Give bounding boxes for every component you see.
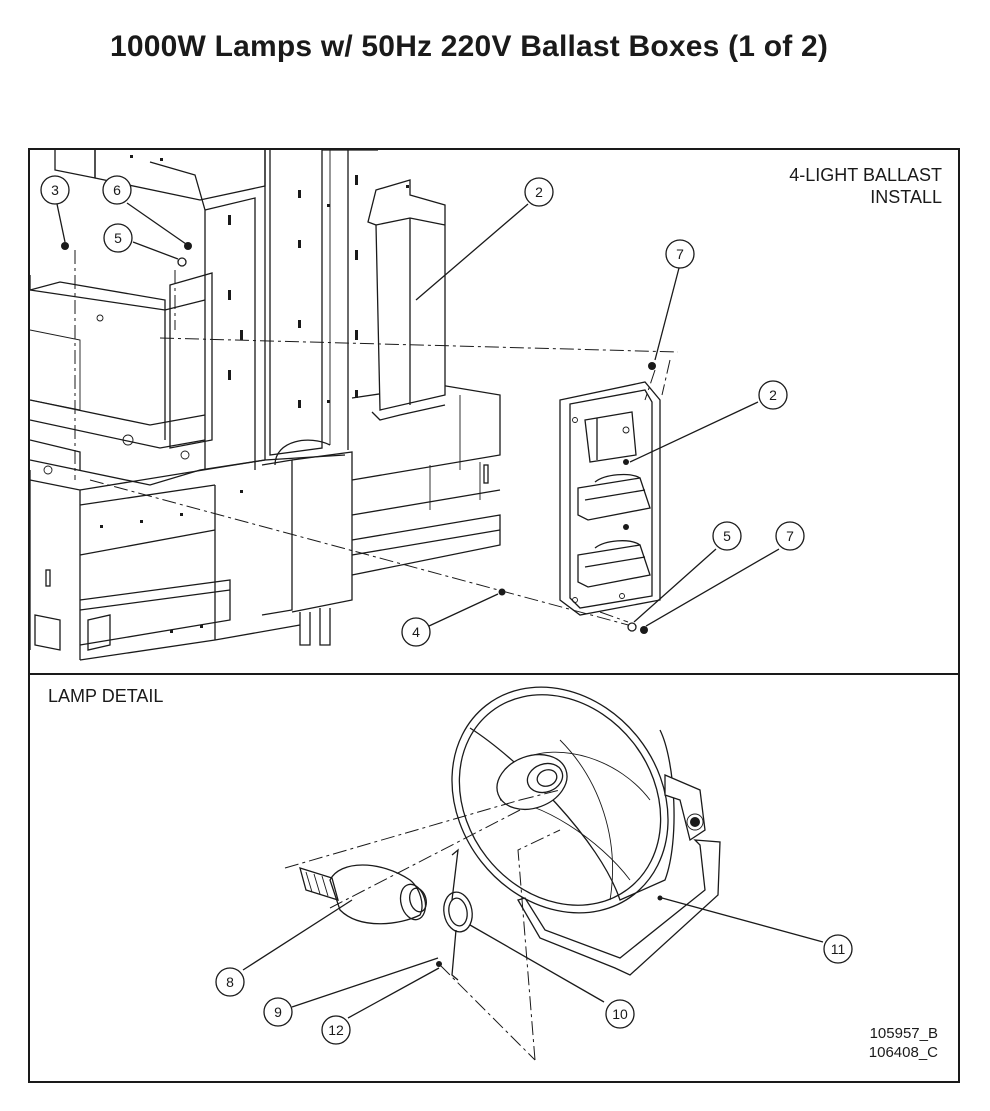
lamp-panel-label: LAMP DETAIL: [48, 686, 164, 706]
callout-5: 5: [103, 223, 133, 253]
drawing-number-2: 106408_C: [868, 1044, 938, 1061]
svg-text:8: 8: [226, 974, 234, 990]
callout-leaders-top: [56, 202, 780, 627]
callout-6: 6: [102, 175, 132, 205]
callout-4: 4: [401, 617, 431, 647]
ballast-mounting-plate: [559, 381, 661, 616]
callout-7: 7: [775, 521, 805, 551]
lamp-yoke: [517, 774, 721, 976]
drawing-number-1: 105957_B: [869, 1025, 938, 1042]
retaining-clip: [443, 848, 473, 981]
lamp-bulb: [299, 864, 427, 925]
svg-text:11: 11: [831, 941, 846, 957]
lamp-screw: [436, 961, 442, 967]
callout-7: 7: [665, 239, 695, 269]
hardware-parts: [61, 242, 656, 634]
drawing-numbers: 105957_B 106408_C: [869, 1024, 938, 1062]
ballast-install-drawing: [30, 150, 780, 661]
callout-5: 5: [712, 521, 742, 551]
callout-2: 2: [524, 177, 554, 207]
cabinet-slots: [100, 155, 358, 633]
callout-leaders-bottom: [242, 897, 824, 1019]
svg-text:6: 6: [113, 182, 121, 198]
callout-2: 2: [758, 380, 788, 410]
callout-10: 10: [605, 999, 635, 1029]
svg-text:7: 7: [786, 528, 794, 544]
panel-divider: [28, 673, 960, 675]
lamp-detail-drawing: [242, 686, 824, 1061]
svg-text:2: 2: [769, 387, 777, 403]
ballast-label-line2: INSTALL: [870, 187, 942, 207]
ballast-panel-label: 4-LIGHT BALLAST INSTALL: [722, 164, 942, 208]
ballast-label-line1: 4-LIGHT BALLAST: [789, 165, 942, 185]
mounted-ballast-box: [367, 179, 446, 421]
page-title: 1000W Lamps w/ 50Hz 220V Ballast Boxes (…: [110, 30, 829, 63]
diagram-frame: [28, 148, 960, 1083]
callout-12: 12: [321, 1015, 351, 1045]
svg-text:9: 9: [274, 1004, 282, 1020]
lamp-assembly-lines: [284, 789, 561, 1061]
svg-text:4: 4: [412, 624, 420, 640]
callout-8: 8: [215, 967, 245, 997]
callout-11: 11: [823, 934, 853, 964]
svg-text:5: 5: [114, 230, 122, 246]
cabinet-frame: [30, 150, 501, 661]
svg-text:3: 3: [51, 182, 59, 198]
svg-text:5: 5: [723, 528, 731, 544]
svg-text:2: 2: [535, 184, 543, 200]
callout-3: 3: [40, 175, 70, 205]
svg-text:10: 10: [612, 1006, 628, 1022]
assembly-lines: [74, 250, 679, 627]
svg-text:7: 7: [676, 246, 684, 262]
lamp-reflector: [451, 686, 675, 914]
callout-9: 9: [263, 997, 293, 1027]
svg-text:12: 12: [328, 1022, 344, 1038]
